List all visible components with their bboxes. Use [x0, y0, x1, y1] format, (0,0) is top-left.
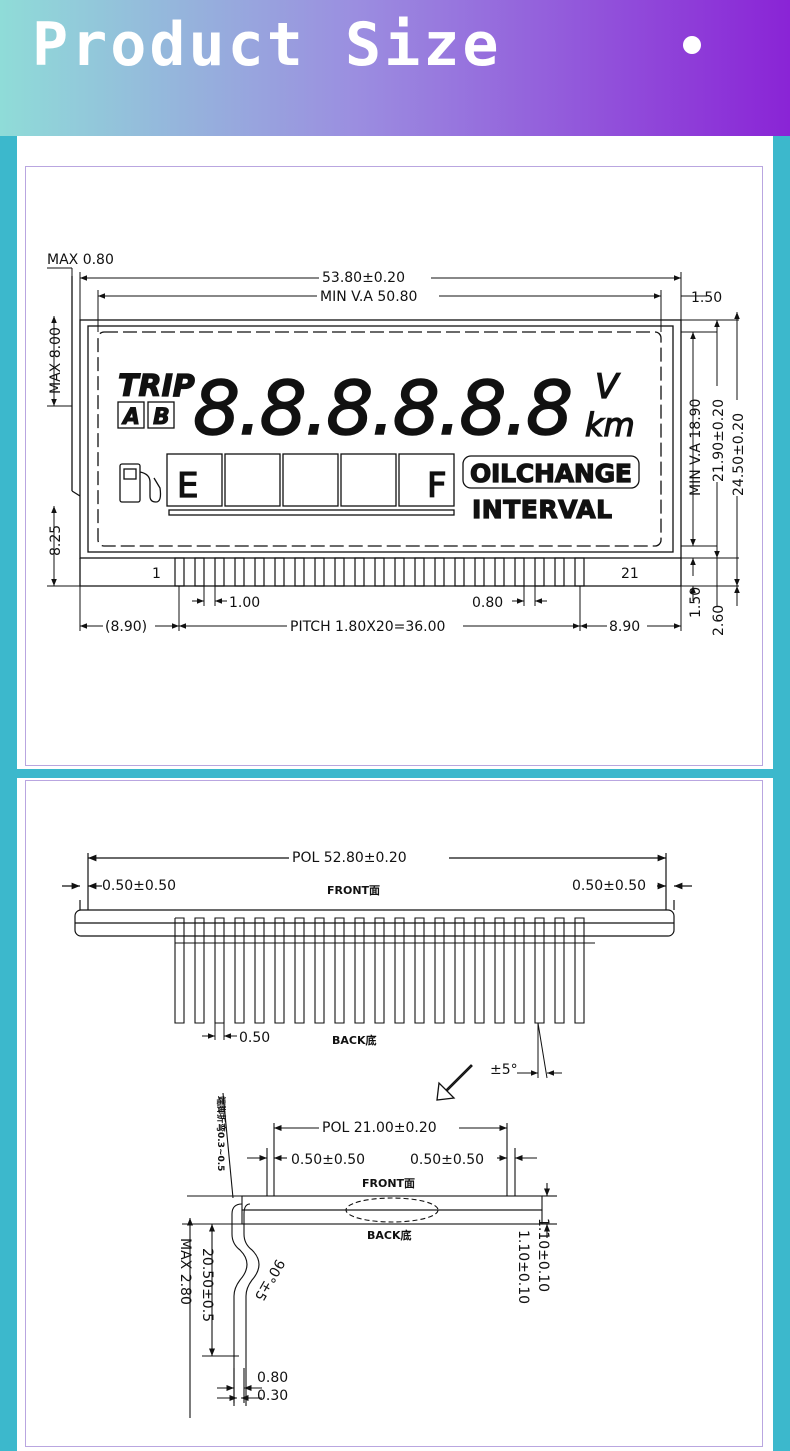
dim-260: 2.60 — [711, 605, 727, 636]
fuel-pump-icon — [119, 463, 162, 503]
dim-bend-angle: 90°±5 — [251, 1256, 288, 1303]
side-pins — [174, 917, 595, 1024]
dim-angle: ±5° — [490, 1062, 518, 1078]
lcd-interval: INTERVAL — [472, 495, 612, 524]
label-front: FRONT面 — [327, 884, 380, 897]
dim-right-offset: 0.50±0.50 — [572, 878, 646, 894]
label-back: BACK底 — [332, 1033, 377, 1047]
dim-height-2190: 21.90±0.20 — [711, 399, 727, 482]
label-detail-back: BACK底 — [367, 1228, 412, 1242]
dim-glass-1: 1.10±0.10 — [535, 1218, 551, 1292]
dim-150-bottom: 1.50 — [688, 587, 704, 618]
dim-length-2050: 20.50±0.5 — [199, 1248, 215, 1322]
dim-100: 1.00 — [229, 595, 260, 611]
label-detail-front: FRONT面 — [362, 1177, 415, 1190]
dim-min-va: MIN V.A 50.80 — [320, 289, 417, 305]
dim-right-890: 8.90 — [609, 619, 640, 635]
dim-glass-2: 1.10±0.10 — [515, 1230, 531, 1304]
dim-pol-width: POL 52.80±0.20 — [292, 850, 407, 866]
dim-pitch: PITCH 1.80X20=36.00 — [290, 619, 445, 635]
dim-max-080: MAX 0.80 — [47, 252, 114, 268]
dim-detail-080: 0.80 — [257, 1370, 288, 1386]
dim-080: 0.80 — [472, 595, 503, 611]
pin-label-first: 1 — [152, 566, 161, 582]
dim-detail-pol: POL 21.00±0.20 — [322, 1120, 437, 1136]
dim-max-800: MAX 8.00 — [48, 327, 64, 394]
front-view-panel: 1 21 TRIP A B 8.8.8.8.8.8 V km — [17, 136, 773, 769]
dim-left-offset: 0.50±0.50 — [102, 878, 176, 894]
drawing-frame — [25, 780, 763, 1447]
detail-arrow-icon — [436, 1064, 473, 1101]
dim-height-2450: 24.50±0.20 — [731, 413, 747, 496]
page-title: Product Size — [32, 10, 502, 80]
lcd-trip: TRIP — [118, 369, 195, 404]
detail-view — [182, 1092, 557, 1418]
pin-row — [174, 557, 585, 587]
lcd-a: A — [121, 405, 140, 430]
header-banner: Product Size — [0, 0, 790, 136]
lcd-km: km — [585, 406, 635, 444]
side-view-drawing: POL 52.80±0.20 0.50±0.50 0.50±0.50 FRONT… — [62, 850, 692, 1418]
side-view-panel: POL 52.80±0.20 0.50±0.50 0.50±0.50 FRONT… — [17, 778, 773, 1451]
dim-min-va-height: MIN V.A 18.90 — [688, 399, 704, 496]
lcd-e: E — [177, 466, 198, 506]
note-pin-bend: 端脚折弯0.3~0.5 — [215, 1096, 227, 1171]
lcd-digits: 8.8.8.8.8.8 — [193, 366, 571, 452]
pin-label-last: 21 — [621, 566, 639, 582]
dim-max-280: MAX 2.80 — [177, 1238, 193, 1305]
dim-left-890: (8.90) — [105, 619, 147, 635]
lcd-v: V — [595, 367, 621, 407]
dim-pin-width: 0.50 — [239, 1030, 270, 1046]
dim-detail-030: 0.30 — [257, 1388, 288, 1404]
lcd-oil-change: OILCHANGE — [470, 459, 632, 488]
dim-detail-left: 0.50±0.50 — [291, 1152, 365, 1168]
dim-825: 8.25 — [48, 525, 64, 556]
lcd-segments: TRIP A B 8.8.8.8.8.8 V km — [117, 365, 640, 525]
drawing-frame — [25, 166, 763, 766]
front-view-drawing: 1 21 TRIP A B 8.8.8.8.8.8 V km — [47, 252, 747, 636]
dim-overall-width: 53.80±0.20 — [322, 270, 405, 286]
dim-150-right: 1.50 — [691, 290, 722, 306]
lcd-b: B — [153, 405, 170, 430]
dot-icon — [683, 36, 701, 54]
dim-detail-right: 0.50±0.50 — [410, 1152, 484, 1168]
lcd-f: F — [427, 466, 447, 506]
